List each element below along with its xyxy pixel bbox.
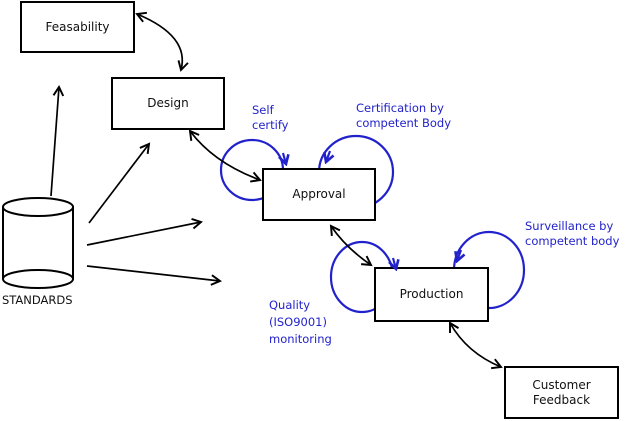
node-production: Production [374, 267, 489, 322]
node-approval: Approval [262, 168, 376, 221]
node-production-label: Production [399, 287, 464, 301]
node-design: Design [111, 77, 225, 130]
annotation-certification: Certification by competent Body [356, 101, 452, 130]
annotation-quality-monitoring: Quality (ISO9001) monitoring [269, 298, 332, 346]
node-standards-label: STANDARDS [2, 293, 73, 307]
node-approval-label: Approval [292, 187, 346, 201]
node-customer-feedback-label: Customer Feedback [532, 377, 591, 407]
node-customer-feedback: Customer Feedback [504, 366, 619, 419]
annotation-surveillance: Surveillance by competent body [525, 219, 620, 248]
node-design-label: Design [147, 96, 189, 110]
node-feasability: Feasability [20, 1, 135, 53]
annotation-self-certify: Self certify [252, 103, 289, 132]
node-feasability-label: Feasability [45, 19, 110, 34]
